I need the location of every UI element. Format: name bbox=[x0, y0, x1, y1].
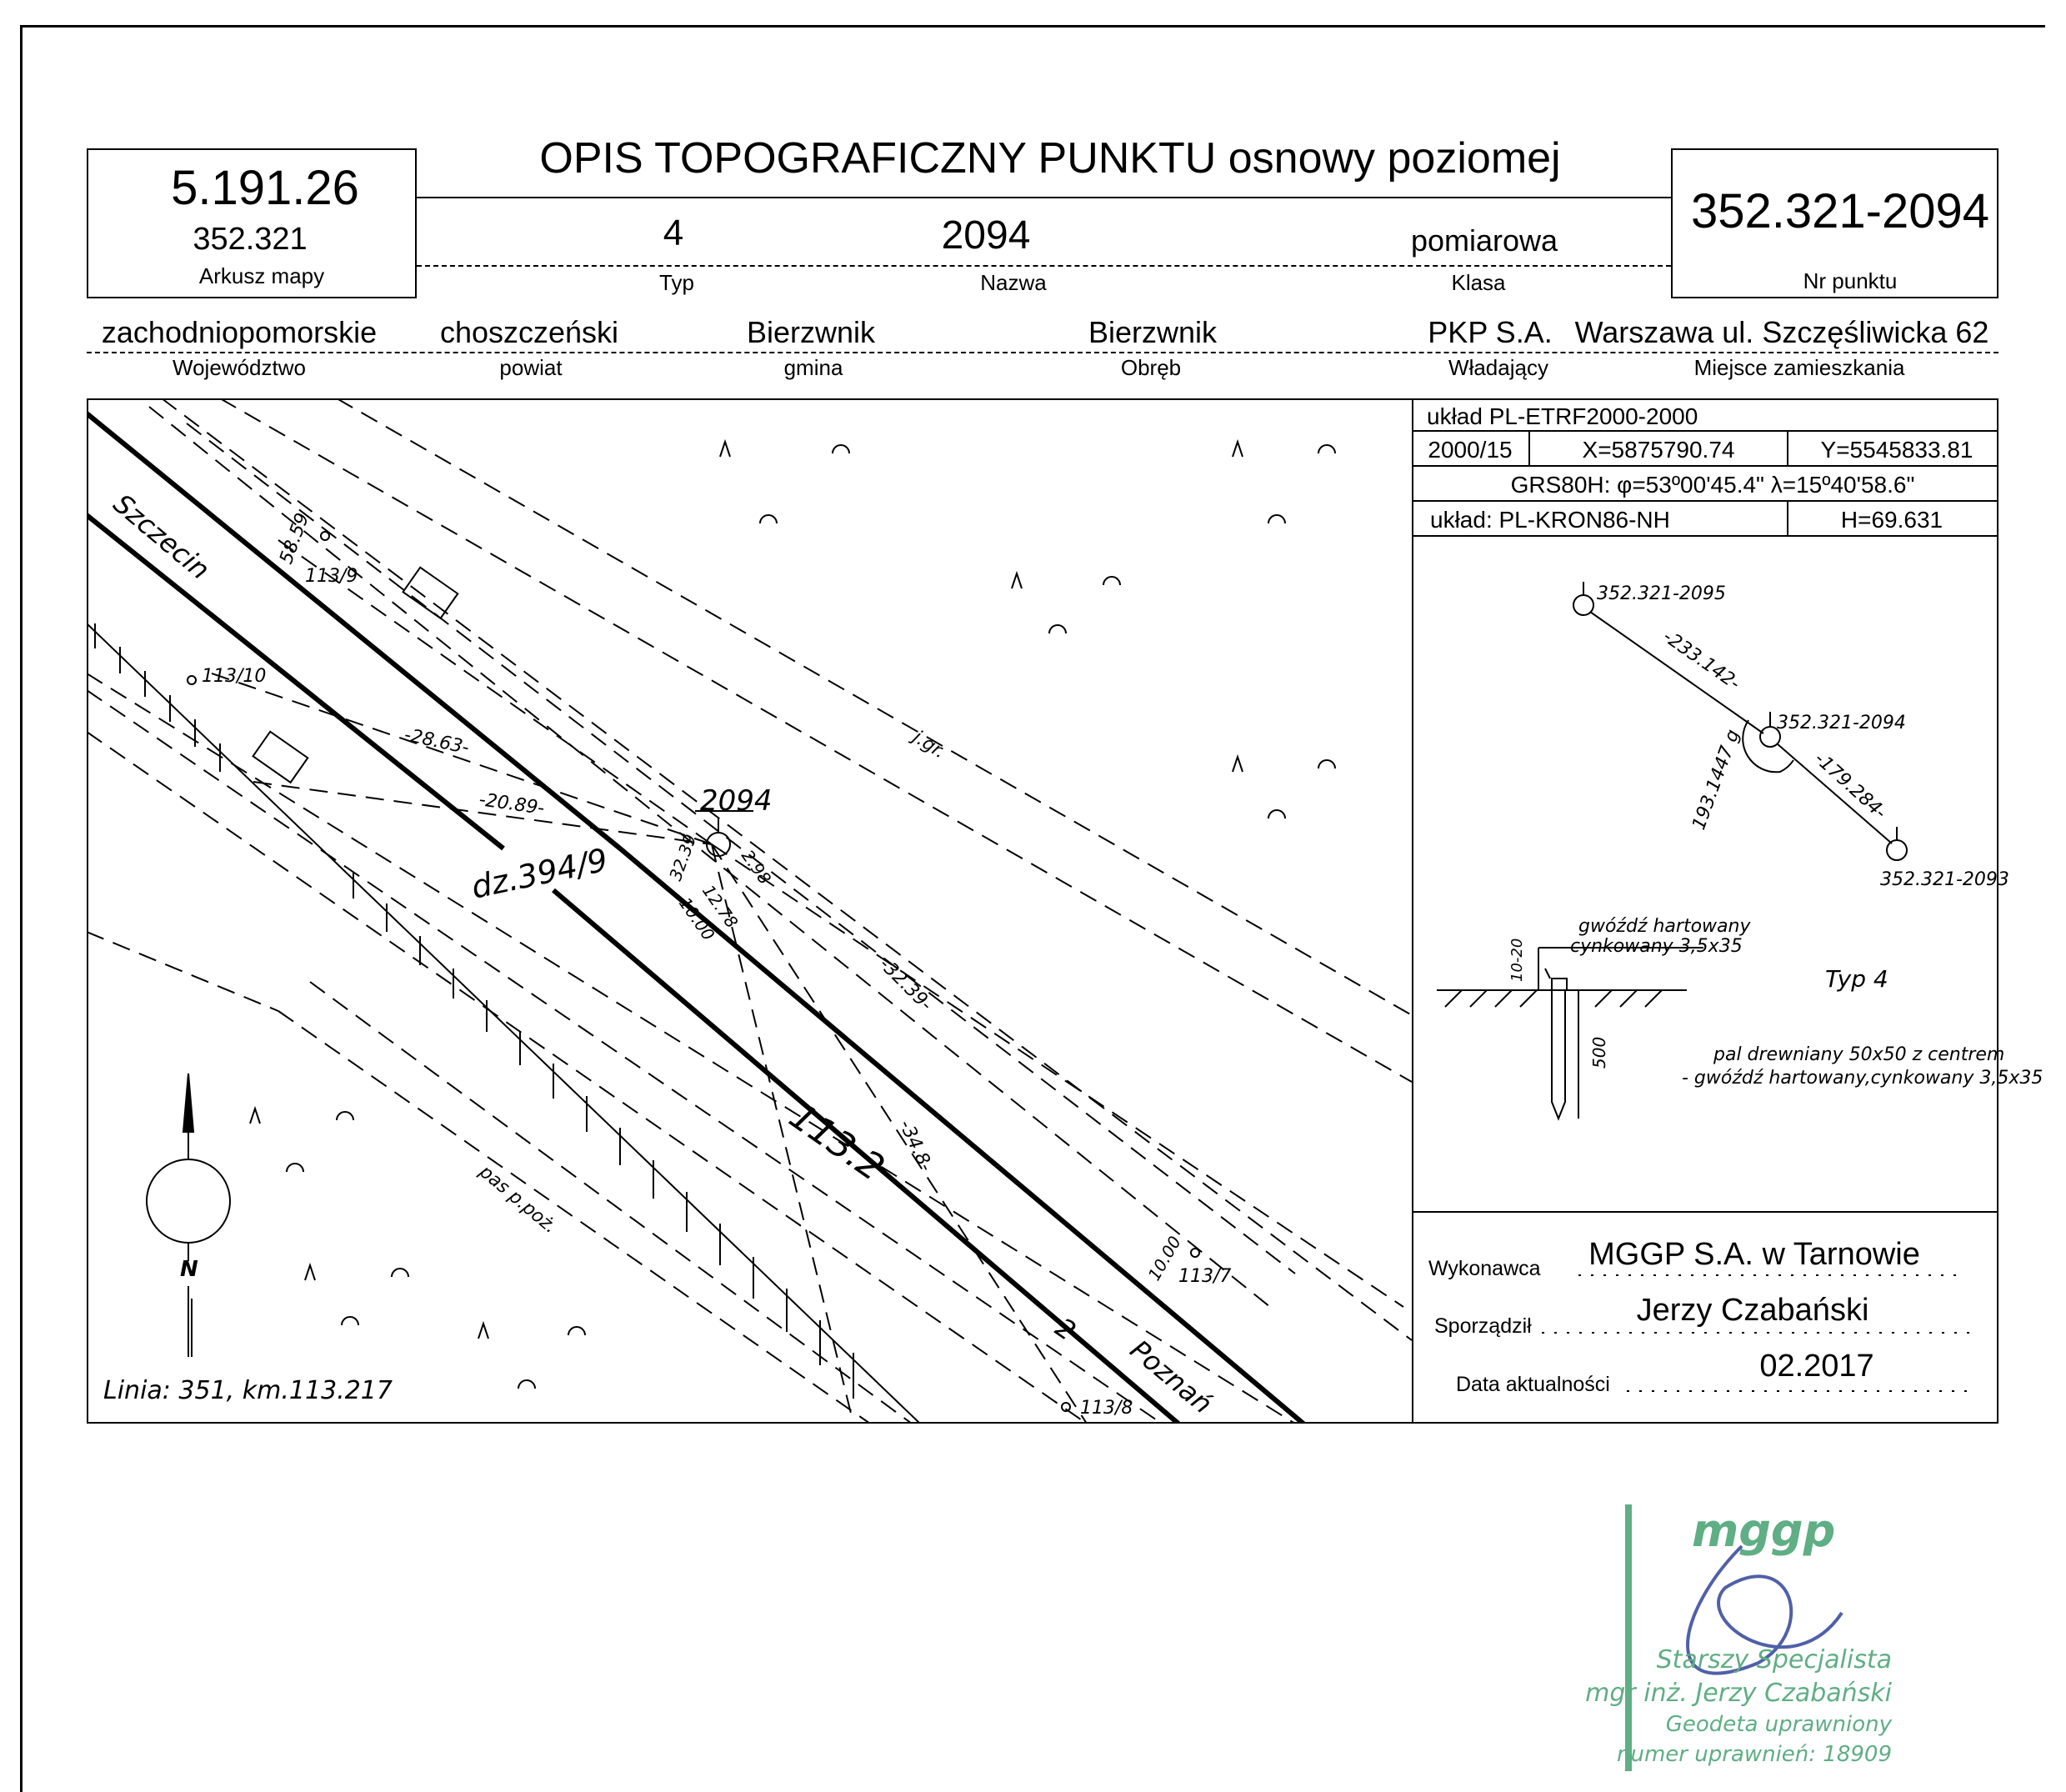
map-m-1137: 113/7 bbox=[1178, 1266, 1231, 1287]
map-m-5859: 58.59 bbox=[276, 510, 313, 567]
title-underline bbox=[417, 197, 1671, 198]
main-box bbox=[87, 398, 1998, 1424]
map-m-11310: 113/10 bbox=[202, 666, 266, 687]
coords-line-2 bbox=[1412, 465, 1998, 467]
coord-system: układ PL-ETRF2000-2000 bbox=[1427, 403, 1698, 429]
owner-value: PKP S.A. bbox=[1428, 315, 1553, 349]
coords-vline-2 bbox=[1787, 430, 1788, 465]
author-label: Sporządził bbox=[1434, 1314, 1532, 1338]
site-map: Szczecin Poznań dz.394/9 113.2 2094 2 Li… bbox=[87, 398, 1412, 1424]
class-value: pomiarowa bbox=[1410, 223, 1558, 258]
date-value: 02.2017 bbox=[1759, 1349, 1874, 1384]
coords-line-1 bbox=[1412, 430, 1998, 432]
coord-grs: GRS80H: φ=53º00'45.4" λ=15º40'58.6" bbox=[1510, 472, 1915, 498]
map-parcel: dz.394/9 bbox=[468, 841, 611, 905]
surveyor-stamp: mggp Starszy Specjalista mgr inż. Jerzy … bbox=[1585, 1504, 1893, 1771]
map-m-348: -34.8- bbox=[895, 1117, 937, 1174]
type-label-sketch: Typ 4 bbox=[1825, 965, 1888, 993]
nail-label-1: gwóźdź hartowany bbox=[1578, 916, 1751, 937]
sketch-angle: 193.1447 g bbox=[1688, 727, 1744, 833]
sheet-code: 5.191.26 bbox=[171, 161, 359, 215]
post-desc-1: pal drewniany 50x50 z centrem bbox=[1713, 1044, 2004, 1065]
stamp-logo: mggp bbox=[1692, 1504, 1835, 1557]
map-jgr: j.gr. bbox=[907, 725, 949, 763]
map-line: Linia: 351, km.113.217 bbox=[103, 1376, 393, 1405]
coord-y: Y=5545833.81 bbox=[1820, 437, 1973, 463]
date-label: Data aktualności bbox=[1456, 1373, 1610, 1396]
stamp-line-3: Geodeta uprawniony bbox=[1666, 1712, 1893, 1737]
nail-label-2: cynkowany 3,5x35 bbox=[1570, 936, 1743, 957]
map-north: N bbox=[180, 1257, 198, 1282]
class-label: Klasa bbox=[1451, 270, 1506, 295]
sketch-point-bottom: 352.321-2093 bbox=[1880, 869, 2009, 890]
owner-label: Władający bbox=[1448, 355, 1548, 380]
voivodeship-value: zachodniopomorskie bbox=[101, 315, 378, 349]
name-label: Nazwa bbox=[980, 270, 1047, 295]
coord-x: X=5875790.74 bbox=[1582, 437, 1735, 463]
commune-label: gmina bbox=[783, 355, 843, 380]
point-number-label: Nr punktu bbox=[1803, 268, 1898, 293]
post-length: 500 bbox=[1589, 1037, 1609, 1069]
coords-line-3 bbox=[1412, 500, 1998, 502]
post-desc-2: - gwóźdź hartowany,cynkowany 3,5x35 bbox=[1682, 1068, 2043, 1089]
page-frame bbox=[20, 25, 2045, 1792]
map-m-1139: 113/9 bbox=[305, 566, 358, 587]
document-title: OPIS TOPOGRAFICZNY PUNKTU osnowy poziome… bbox=[539, 134, 1561, 183]
precinct-label: Obręb bbox=[1120, 355, 1182, 380]
map-sheet-label: Arkusz mapy bbox=[198, 263, 325, 288]
stamp-line-2: mgr inż. Jerzy Czabański bbox=[1585, 1679, 1893, 1708]
commune-value: Bierzwnik bbox=[746, 315, 876, 349]
coords-vline-1 bbox=[1528, 430, 1530, 465]
type-value: 4 bbox=[663, 213, 684, 253]
voivodeship-label: Województwo bbox=[173, 355, 306, 380]
stamp-line-4: numer uprawnień: 18909 bbox=[1617, 1742, 1892, 1767]
row2-divider bbox=[87, 352, 1998, 353]
footer-dot-leaders bbox=[1542, 1274, 1978, 1392]
precinct-value: Bierzwnik bbox=[1088, 315, 1218, 349]
name-value: 2094 bbox=[941, 213, 1031, 258]
signature bbox=[1686, 1544, 1843, 1675]
nail-depth: 10-20 bbox=[1508, 939, 1526, 982]
county-value: choszczeński bbox=[439, 315, 619, 349]
row1-divider bbox=[417, 265, 1671, 267]
residence-label: Miejsce zamieszkania bbox=[1693, 355, 1905, 380]
map-m-3239a: 32.39 bbox=[665, 832, 700, 883]
point-number: 352.321-2094 bbox=[1691, 184, 1989, 238]
contractor-value: MGGP S.A. w Tarnowie bbox=[1588, 1237, 1920, 1272]
coords-vline-3 bbox=[1787, 500, 1788, 535]
sketch-distance-2: -179.284- bbox=[1810, 748, 1890, 823]
sheet-box bbox=[87, 148, 417, 298]
map-point: 2094 bbox=[700, 784, 773, 818]
author-value: Jerzy Czabański bbox=[1636, 1293, 1869, 1328]
map-sheet: 352.321 bbox=[193, 222, 308, 257]
map-m-2089: -20.89- bbox=[478, 789, 546, 819]
sketch-point-mid: 352.321-2094 bbox=[1777, 713, 1906, 733]
map-m-3239b: -32.39- bbox=[875, 954, 936, 1015]
map-m-1138: 113/8 bbox=[1080, 1398, 1133, 1419]
county-label: powiat bbox=[499, 355, 563, 380]
sketch-point-top: 352.321-2095 bbox=[1597, 583, 1726, 604]
height-system: układ: PL-KRON86-NH bbox=[1430, 507, 1670, 533]
contractor-label: Wykonawca bbox=[1428, 1257, 1541, 1280]
map-m-2863: -28.63- bbox=[403, 724, 471, 758]
type-label: Typ bbox=[659, 270, 694, 295]
sketch-panel: 352.321-2095 352.321-2094 352.321-2093 -… bbox=[1437, 582, 2043, 1121]
map-m-298: 2.98 bbox=[738, 846, 775, 888]
residence-value: Warszawa ul. Szczęśliwicka 62 bbox=[1574, 315, 1989, 349]
sketch-distance-1: -233.142- bbox=[1659, 626, 1744, 694]
footer-separator bbox=[1412, 1211, 1998, 1213]
map-divider bbox=[1412, 398, 1413, 1424]
coords-line-4 bbox=[1412, 535, 1998, 537]
stamp-line-1: Starszy Specjalista bbox=[1657, 1645, 1892, 1674]
height-value: H=69.631 bbox=[1840, 507, 1943, 533]
coord-zone: 2000/15 bbox=[1428, 437, 1513, 463]
point-number-box bbox=[1671, 148, 1998, 298]
